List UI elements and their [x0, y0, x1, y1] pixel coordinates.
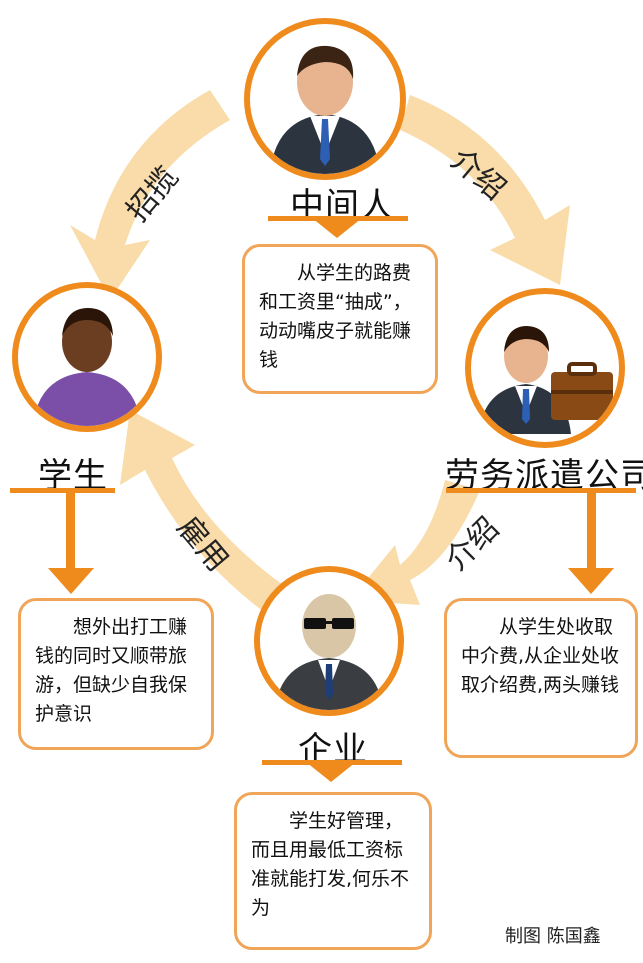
student-down-stem: [66, 490, 75, 572]
arrow-introduce-bottom: [350, 480, 480, 605]
enterprise-note: 学生好管理，而且用最低工资标准就能打发,何乐不为: [234, 792, 432, 950]
student-down-arrow: [48, 568, 94, 594]
student-icon: [33, 308, 141, 426]
enterprise-avatar: [254, 566, 404, 716]
credit-text: 制图 陈国鑫: [505, 926, 601, 947]
boss-sunglasses-icon: [275, 594, 383, 710]
agency-underline: [446, 488, 636, 493]
student-note: 想外出打工赚钱的同时又顺带旅游，但缺少自我保护意识: [18, 598, 214, 750]
agency-avatar: [465, 288, 625, 448]
agency-down-stem: [587, 490, 596, 572]
student-underline: [10, 488, 115, 493]
businessman-icon: [270, 45, 380, 174]
enterprise-down-arrow: [306, 762, 356, 782]
middleman-note: 从学生的路费和工资里“抽成”，动动嘴皮子就能赚钱: [242, 244, 438, 394]
middleman-down-arrow: [312, 218, 362, 238]
arrow-hire: [120, 410, 290, 620]
businessman-briefcase-icon: [479, 326, 613, 434]
arrow-introduce-top: [400, 95, 570, 285]
middleman-avatar: [244, 18, 406, 180]
arrow-recruit: [70, 90, 230, 300]
student-avatar: [12, 282, 162, 432]
agency-down-arrow: [568, 568, 614, 594]
agency-note: 从学生处收取中介费,从企业处收取介绍费,两头赚钱: [444, 598, 638, 758]
